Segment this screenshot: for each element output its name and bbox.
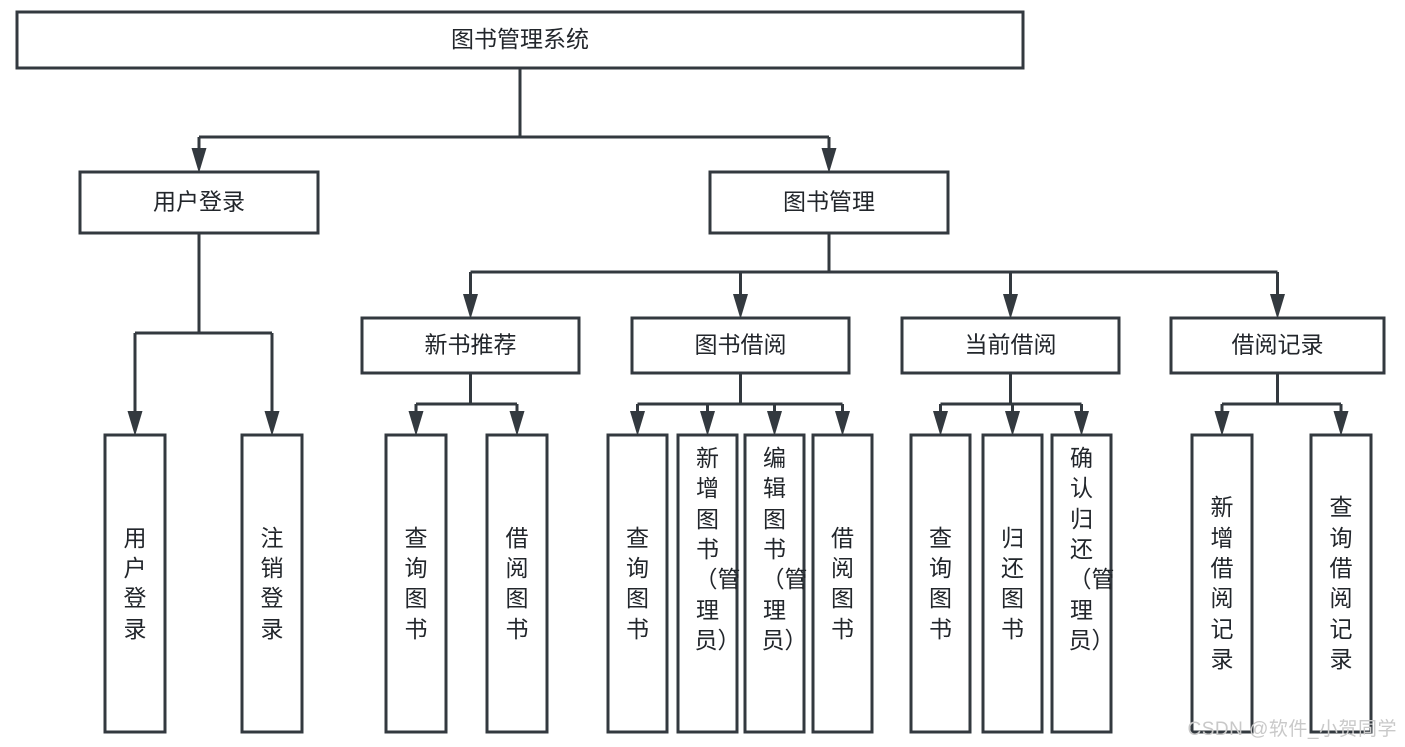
arrow-head-icon <box>835 411 850 436</box>
node-box <box>1190 433 1254 734</box>
node-leaf-add-record[interactable] <box>1190 433 1254 734</box>
arrow-head-icon <box>700 411 715 436</box>
arrow-head-icon <box>933 411 948 436</box>
node-label: 图书管理系统 <box>451 26 589 52</box>
arrow-head-icon <box>1074 411 1089 436</box>
arrow-head-icon <box>630 411 645 436</box>
arrow-head-icon <box>1270 294 1285 319</box>
csdn-watermark: CSDN @软件_小贺同学 <box>1187 719 1397 740</box>
arrow-head-icon <box>767 411 782 436</box>
node-box <box>485 433 549 734</box>
arrow-head-icon <box>509 411 525 436</box>
node-box <box>1309 433 1373 734</box>
node-leaf-query-record[interactable] <box>1309 433 1373 734</box>
node-box <box>606 433 669 734</box>
node-label: 当前借阅 <box>965 332 1057 358</box>
node-label: 新书推荐 <box>425 332 517 358</box>
node-leaf-user-login[interactable] <box>103 433 167 734</box>
node-box <box>811 433 874 734</box>
arrow-head-icon <box>1005 411 1020 436</box>
node-box <box>743 433 806 734</box>
node-book-manage[interactable]: 图书管理 <box>708 170 950 235</box>
edge-group-book-borrow <box>630 373 850 436</box>
node-leaf-query-book-rec[interactable] <box>384 433 448 734</box>
arrow-head-icon <box>127 411 143 436</box>
node-leaf-query-book-current[interactable] <box>909 433 972 734</box>
node-box <box>1050 433 1113 734</box>
node-box <box>360 316 581 375</box>
arrow-head-icon <box>264 411 280 436</box>
node-leaf-query-book-borrow[interactable] <box>606 433 669 734</box>
edge-group-current-borrow <box>933 373 1089 436</box>
arrow-head-icon <box>191 148 207 173</box>
node-box <box>15 10 1025 70</box>
node-leaf-borrow-book-rec[interactable] <box>485 433 549 734</box>
node-current-borrow[interactable]: 当前借阅 <box>900 316 1121 375</box>
node-leaf-edit-book[interactable] <box>743 433 806 734</box>
edge-group-user-login <box>127 233 280 436</box>
node-box <box>909 433 972 734</box>
node-label: 图书管理 <box>783 189 875 215</box>
node-leaf-confirm-return[interactable] <box>1050 433 1113 734</box>
arrow-head-icon <box>1003 294 1018 319</box>
edge-group-book-manage <box>463 233 1285 319</box>
node-borrow-record[interactable]: 借阅记录 <box>1169 316 1386 375</box>
node-user-login[interactable]: 用户登录 <box>78 170 320 235</box>
node-root[interactable]: 图书管理系统 <box>15 10 1025 70</box>
node-box <box>900 316 1121 375</box>
node-leaf-add-book[interactable] <box>676 433 739 734</box>
node-box <box>240 433 304 734</box>
node-box <box>676 433 739 734</box>
node-label: 借阅记录 <box>1232 332 1324 358</box>
node-box <box>630 316 851 375</box>
node-new-book-rec[interactable]: 新书推荐 <box>360 316 581 375</box>
node-book-borrow[interactable]: 图书借阅 <box>630 316 851 375</box>
edge-group-root <box>191 68 837 173</box>
arrow-head-icon <box>821 148 837 173</box>
arrow-head-icon <box>1214 411 1230 436</box>
node-leaf-user-logout[interactable] <box>240 433 304 734</box>
node-box <box>1169 316 1386 375</box>
node-box <box>384 433 448 734</box>
node-box <box>78 170 320 235</box>
node-leaf-borrow-book[interactable] <box>811 433 874 734</box>
node-box <box>103 433 167 734</box>
node-leaf-return-book[interactable] <box>981 433 1044 734</box>
node-box <box>708 170 950 235</box>
node-label: 用户登录 <box>153 189 245 215</box>
arrow-head-icon <box>733 294 748 319</box>
edge-layer <box>127 68 1349 436</box>
arrow-head-icon <box>1333 411 1349 436</box>
node-label: 图书借阅 <box>695 332 787 358</box>
arrow-head-icon <box>463 294 478 319</box>
node-box <box>981 433 1044 734</box>
edge-group-new-book-rec <box>408 373 525 436</box>
edge-group-borrow-record <box>1214 373 1349 436</box>
arrow-head-icon <box>408 411 424 436</box>
